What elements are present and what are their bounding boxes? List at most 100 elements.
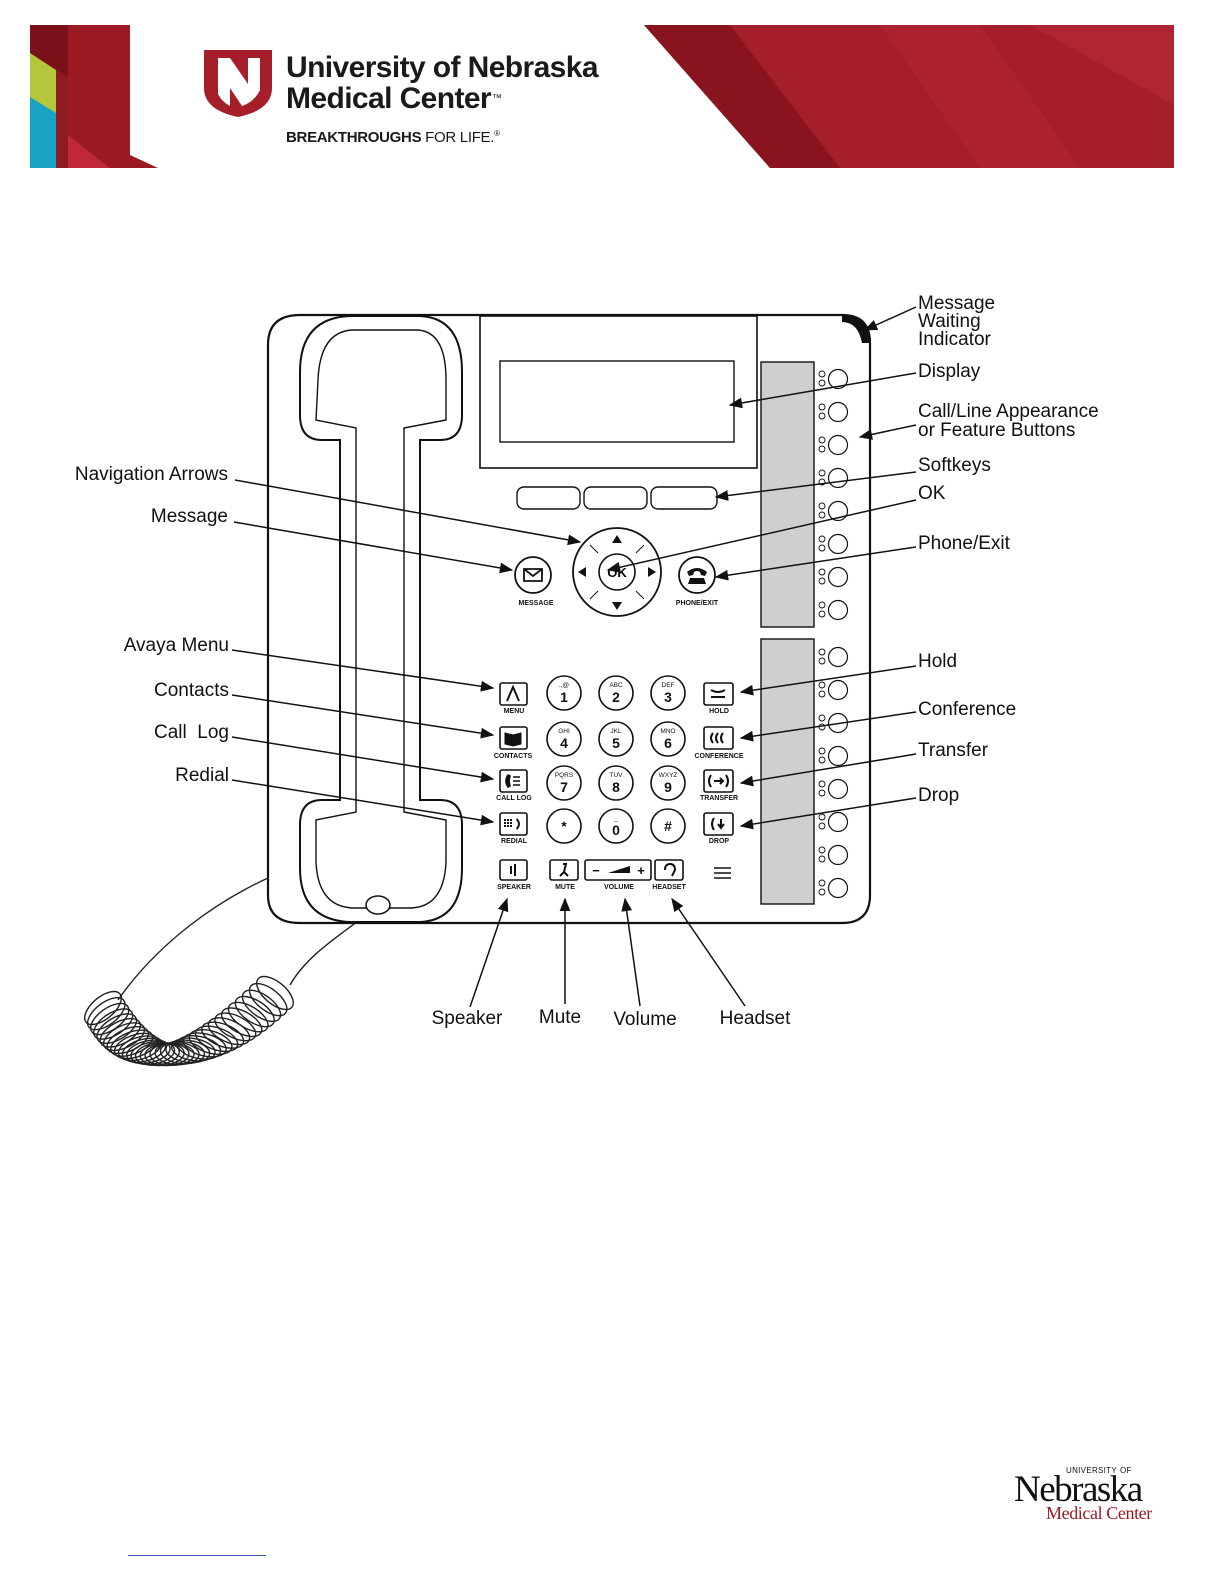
softkeys xyxy=(516,486,718,510)
keypad-key-circle[interactable] xyxy=(598,721,634,757)
university-name: University of Nebraska Medical Center™ xyxy=(286,52,599,115)
nav-right-arrow-icon[interactable] xyxy=(648,567,656,577)
line-button-14[interactable] xyxy=(818,811,849,833)
softkey-2[interactable] xyxy=(583,486,648,510)
line-button-circle[interactable] xyxy=(827,368,849,390)
keypad-key-circle[interactable] xyxy=(598,765,634,801)
line-button-16[interactable] xyxy=(818,877,849,899)
keypad-key-circle[interactable] xyxy=(598,808,634,844)
line-button-15[interactable] xyxy=(818,844,849,866)
volume-minus-label[interactable]: − xyxy=(592,863,600,878)
softkey-3[interactable] xyxy=(650,486,718,510)
line-button-circle[interactable] xyxy=(827,679,849,701)
keypad-key-circle[interactable] xyxy=(650,808,686,844)
conference-button-label: CONFERENCE xyxy=(694,753,743,760)
university-name-line2: Medical Center xyxy=(286,82,492,115)
line-button-circle[interactable] xyxy=(827,533,849,555)
menu-button[interactable]: MENU xyxy=(499,682,528,715)
line-button-12[interactable] xyxy=(818,745,849,767)
line-button-1[interactable] xyxy=(818,368,849,390)
keypad-key-star[interactable]: * xyxy=(546,808,582,844)
line-button-2[interactable] xyxy=(818,401,849,423)
contacts-button[interactable]: CONTACTS xyxy=(494,726,533,760)
line-button-5[interactable] xyxy=(818,500,849,522)
line-button-9[interactable] xyxy=(818,646,849,668)
keypad-key-letters: ABC xyxy=(609,682,623,689)
keypad-key-circle[interactable] xyxy=(546,675,582,711)
line-button-13[interactable] xyxy=(818,778,849,800)
redial-button[interactable]: REDIAL xyxy=(499,812,528,845)
line-button-7[interactable] xyxy=(818,566,849,588)
keypad-key-hash[interactable]: # xyxy=(650,808,686,844)
keypad-key-digit: 1 xyxy=(560,689,568,705)
transfer-button[interactable]: TRANSFER xyxy=(700,769,738,802)
line-button-circle[interactable] xyxy=(827,599,849,621)
keypad-key-letters: PQRS xyxy=(555,772,574,779)
line-button-3[interactable] xyxy=(818,434,849,456)
keypad-key-circle[interactable] xyxy=(598,675,634,711)
nav-down-arrow-icon[interactable] xyxy=(612,602,622,610)
line-led-icon xyxy=(818,511,826,519)
phone-exit-button[interactable]: PHONE/EXIT xyxy=(676,556,719,607)
keypad-key-circle[interactable] xyxy=(546,765,582,801)
cord-coil xyxy=(86,996,126,1031)
speaker-button-label: SPEAKER xyxy=(497,884,531,891)
keypad-key-circle[interactable] xyxy=(650,765,686,801)
message-button[interactable]: MESSAGE xyxy=(514,556,554,607)
cord-coil xyxy=(248,982,288,1017)
line-button-circle[interactable] xyxy=(827,434,849,456)
line-button-6[interactable] xyxy=(818,533,849,555)
line-led-icon xyxy=(818,610,826,618)
line-button-8[interactable] xyxy=(818,599,849,621)
line-button-circle[interactable] xyxy=(827,811,849,833)
mute-button[interactable]: MUTE xyxy=(549,859,579,891)
footer-logo-name: Nebraska xyxy=(1014,1469,1143,1510)
line-button-10[interactable] xyxy=(818,679,849,701)
volume-plus-label[interactable]: + xyxy=(637,863,645,878)
line-button-circle[interactable] xyxy=(827,778,849,800)
line-led-icon xyxy=(818,370,826,378)
line-button-circle[interactable] xyxy=(827,646,849,668)
line-button-circle[interactable] xyxy=(827,877,849,899)
keypad-key-1[interactable]: .,@1 xyxy=(546,675,582,711)
line-button-circle[interactable] xyxy=(827,844,849,866)
label-mute: Mute xyxy=(539,1007,581,1028)
keypad-key-circle[interactable] xyxy=(650,675,686,711)
line-button-circle[interactable] xyxy=(827,467,849,489)
hold-button[interactable]: HOLD xyxy=(703,682,734,715)
handset[interactable] xyxy=(299,315,463,923)
redial-icon xyxy=(504,818,520,830)
line-led-icon xyxy=(818,568,826,576)
keypad-key-circle[interactable] xyxy=(650,721,686,757)
line-button-circle[interactable] xyxy=(827,745,849,767)
line-button-circle[interactable] xyxy=(827,500,849,522)
line-button-circle[interactable] xyxy=(827,401,849,423)
conference-button[interactable]: CONFERENCE xyxy=(694,726,744,760)
volume-control[interactable]: − + VOLUME xyxy=(584,859,652,891)
nav-up-arrow-icon[interactable] xyxy=(612,535,622,543)
tagline-rest: FOR LIFE. xyxy=(421,129,495,146)
keypad-key-digit: 5 xyxy=(612,735,620,751)
headset-button[interactable]: HEADSET xyxy=(652,859,686,891)
softkey-1[interactable] xyxy=(516,486,581,510)
call-log-button[interactable]: CALL LOG xyxy=(496,769,532,802)
keypad-key-circle[interactable] xyxy=(546,721,582,757)
keypad-key-circle[interactable] xyxy=(546,808,582,844)
keypad-key-0[interactable]: _0 xyxy=(598,808,634,844)
hold-button-label: HOLD xyxy=(709,708,729,715)
speaker-button[interactable]: SPEAKER xyxy=(497,859,531,891)
drop-button[interactable]: DROP xyxy=(703,812,734,845)
cord-coil xyxy=(227,1001,269,1033)
nav-left-arrow-icon[interactable] xyxy=(578,567,586,577)
unmc-n-logo xyxy=(204,50,272,117)
line-button-circle[interactable] xyxy=(827,566,849,588)
